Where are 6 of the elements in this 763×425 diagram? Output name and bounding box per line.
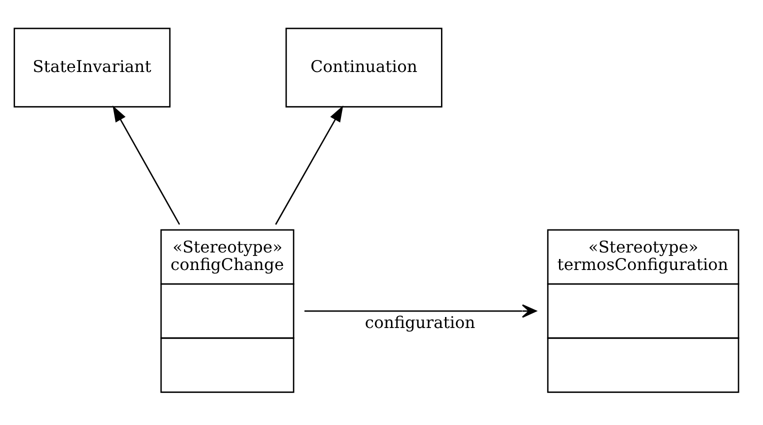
arrow <box>275 105 344 224</box>
node-box: StateInvariant <box>14 27 171 108</box>
edge-label: configuration <box>364 312 476 332</box>
arrow <box>112 105 180 224</box>
node-box: Continuation <box>285 27 442 108</box>
arrow <box>304 304 537 318</box>
